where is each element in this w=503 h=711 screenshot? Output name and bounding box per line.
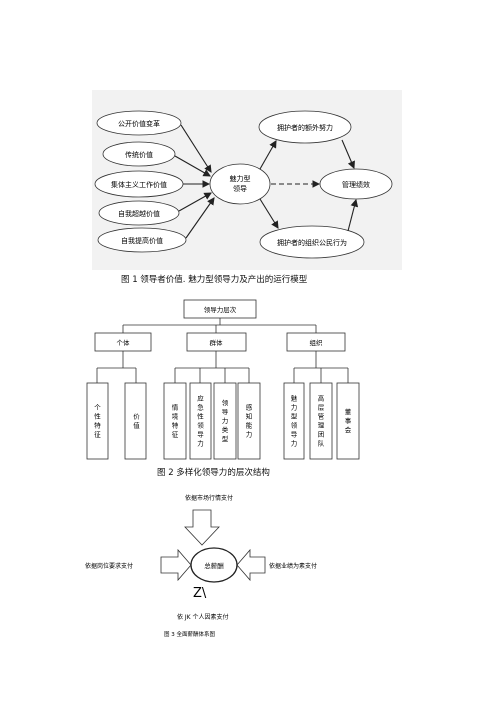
value-node-1: 公开价值变革 [96, 110, 182, 136]
figure-3-diagram: 依据市场行情支付 总薪酬 依据岗位要求支付 依据业绩为素支付 Z\ 依 JK 个… [80, 490, 400, 640]
group-team-label: 群体 [210, 338, 224, 347]
figure-2-caption: 图 2 多样化领导力的层次结构 [157, 468, 270, 478]
leaf-label: 领导力类型 [222, 398, 229, 443]
value-node-4: 自我超越价值 [98, 200, 180, 226]
value-node-5-label: 自我提高价值 [121, 236, 163, 245]
figure-1-caption: 图 1 领导者价值. 魅力型领导力及产出的运行模型 [121, 275, 308, 285]
value-node-2: 传统价值 [102, 141, 176, 167]
performance-node: 管理绩效 [319, 168, 393, 200]
group-individual-label: 个体 [117, 338, 131, 347]
left-arrow-icon [236, 548, 266, 582]
center-label-1: 魅力型 [230, 174, 251, 183]
leaf-label: 个性特征 [94, 404, 101, 439]
value-node-5: 自我提高价值 [97, 227, 187, 253]
leaf-label: 情境特征 [172, 403, 179, 439]
job-pay-label: 依据岗位要求支付 [85, 562, 133, 570]
citizenship-node: 拥护者的组织公民行为 [259, 225, 365, 259]
performance-label: 管理绩效 [342, 180, 370, 189]
value-node-3: 集体主义工作价值 [94, 170, 184, 198]
figure-2-connectors [96, 318, 349, 383]
figure-3-svg: 依据市场行情支付 总薪酬 依据岗位要求支付 依据业绩为素支付 Z\ 依 JK 个… [85, 494, 317, 638]
hierarchy-root-label: 领导力层次 [204, 305, 237, 314]
group-organization-label: 组织 [310, 338, 324, 347]
figure-1-arrows [174, 124, 359, 239]
value-node-2-label: 传统价值 [125, 150, 153, 159]
personal-pay-label: 依 JK 个人因素支付 [177, 613, 229, 621]
value-node-1-label: 公开价值变革 [118, 119, 160, 128]
total-pay-node [190, 547, 238, 583]
leaf-label: 应急性领导力 [197, 394, 204, 448]
figure-2-svg: 领导力层次 个体 群体 组织 个性特征 价值 情境特征 应急性领导力 领导力类型 感知能力… [86, 299, 360, 460]
right-arrow-icon [160, 548, 192, 582]
leaf-labels: 个性特征 价值 情境特征 应急性领导力 领导力类型 感知能力 魅力型领导力 高层管理团队 董事会 [94, 394, 352, 448]
value-node-4-label: 自我超越价值 [118, 209, 160, 218]
down-arrow-icon [184, 509, 220, 546]
figure-3-caption: 图 3 全面薪酬体系图 [164, 630, 215, 638]
leaf-label: 价值 [133, 413, 140, 430]
market-pay-label: 依据市场行情支付 [185, 494, 233, 502]
charismatic-leadership-node: 魅力型 领导 [209, 163, 271, 205]
leaf-label: 魅力型领导力 [291, 394, 298, 448]
figure-1-svg: 公开价值变革 传统价值 集体主义工作价值 自我超越价值 自我提高价值 魅力型 领… [94, 110, 393, 259]
leaf-label: 感知能力 [246, 403, 253, 439]
figure-2-diagram: 领导力层次 个体 群体 组织 个性特征 价值 情境特征 应急性领导力 领导力类型 感知能力… [80, 295, 380, 463]
leaf-label: 高层管理团队 [318, 394, 325, 448]
total-pay-label: 总薪酬 [204, 561, 224, 570]
figure-1-diagram: 公开价值变革 传统价值 集体主义工作价值 自我超越价值 自我提高价值 魅力型 领… [92, 90, 402, 270]
value-node-3-label: 集体主义工作价值 [111, 180, 167, 189]
extra-effort-label: 拥护者的额外努力 [277, 123, 333, 132]
extra-effort-node: 拥护者的额外努力 [258, 110, 352, 144]
performance-pay-label: 依据业绩为素支付 [269, 562, 317, 570]
leaf-label: 董事会 [345, 407, 352, 434]
citizenship-label: 拥护者的组织公民行为 [277, 238, 347, 247]
z-mark: Z\ [193, 586, 207, 601]
center-label-2: 领导 [233, 184, 247, 193]
